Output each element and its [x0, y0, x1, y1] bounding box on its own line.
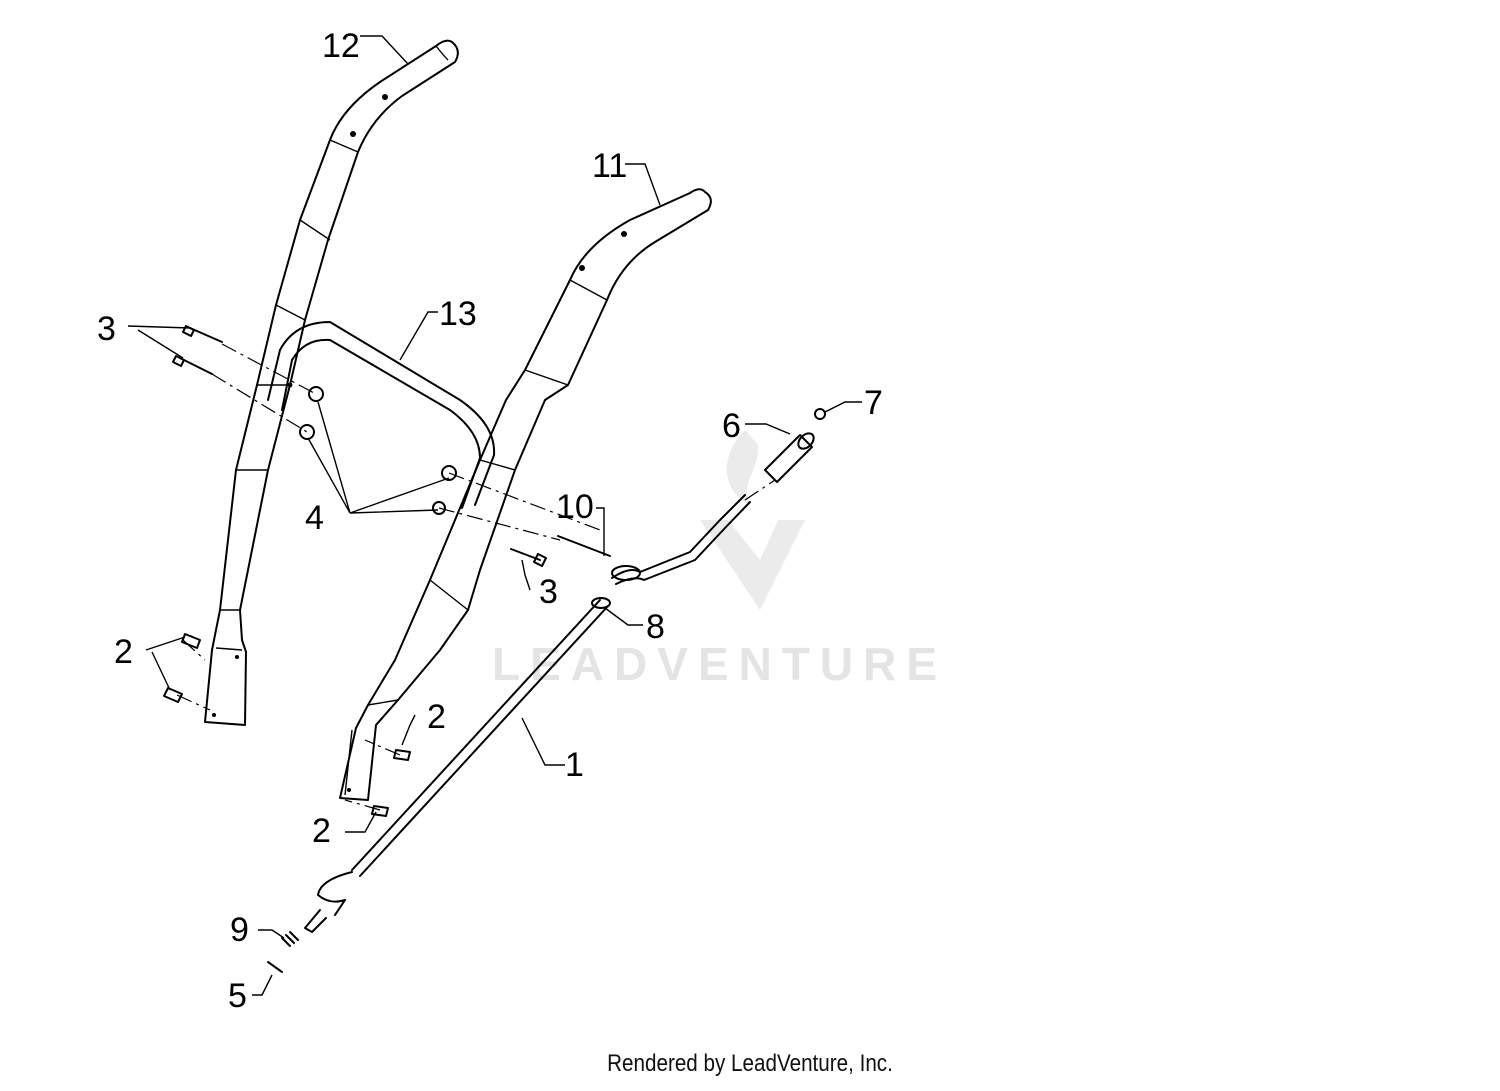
shift-rod: [304, 494, 751, 933]
cotter-pin: [267, 961, 283, 973]
callout-6: 6: [722, 407, 741, 445]
handle-brace-bar: [267, 321, 496, 509]
callout-11: 11: [592, 147, 627, 185]
shift-knob: [764, 432, 815, 483]
callout-3a: 3: [97, 310, 116, 348]
callout-12: 12: [322, 27, 360, 65]
watermark-logo-icon: [700, 430, 805, 610]
callout-1: 1: [565, 746, 584, 784]
nut-set: [299, 386, 457, 515]
screw-knob: [814, 408, 826, 420]
callout-10: 10: [556, 488, 594, 526]
upper-handle-left: [204, 39, 459, 726]
footer-credit: Rendered by LeadVenture, Inc.: [607, 1050, 893, 1077]
watermark-text: LEADVENTURE: [492, 638, 947, 690]
bolt-lower-right: [510, 535, 611, 567]
callout-5: 5: [228, 977, 247, 1015]
callout-8: 8: [646, 608, 665, 646]
callout-2c: 2: [312, 812, 331, 850]
upper-handle-right: [339, 188, 712, 801]
callout-9: 9: [230, 911, 249, 949]
callout-2a: 2: [114, 633, 133, 671]
callout-13: 13: [439, 295, 477, 333]
callout-7: 7: [864, 384, 883, 422]
spring-part: [281, 931, 299, 947]
callout-4: 4: [305, 499, 324, 537]
callout-2b: 2: [427, 698, 446, 736]
bolt-lower-set: [163, 633, 411, 817]
leader-lines: [127, 35, 862, 996]
callout-3b: 3: [539, 573, 558, 611]
bolt-upper-left: [172, 325, 223, 375]
